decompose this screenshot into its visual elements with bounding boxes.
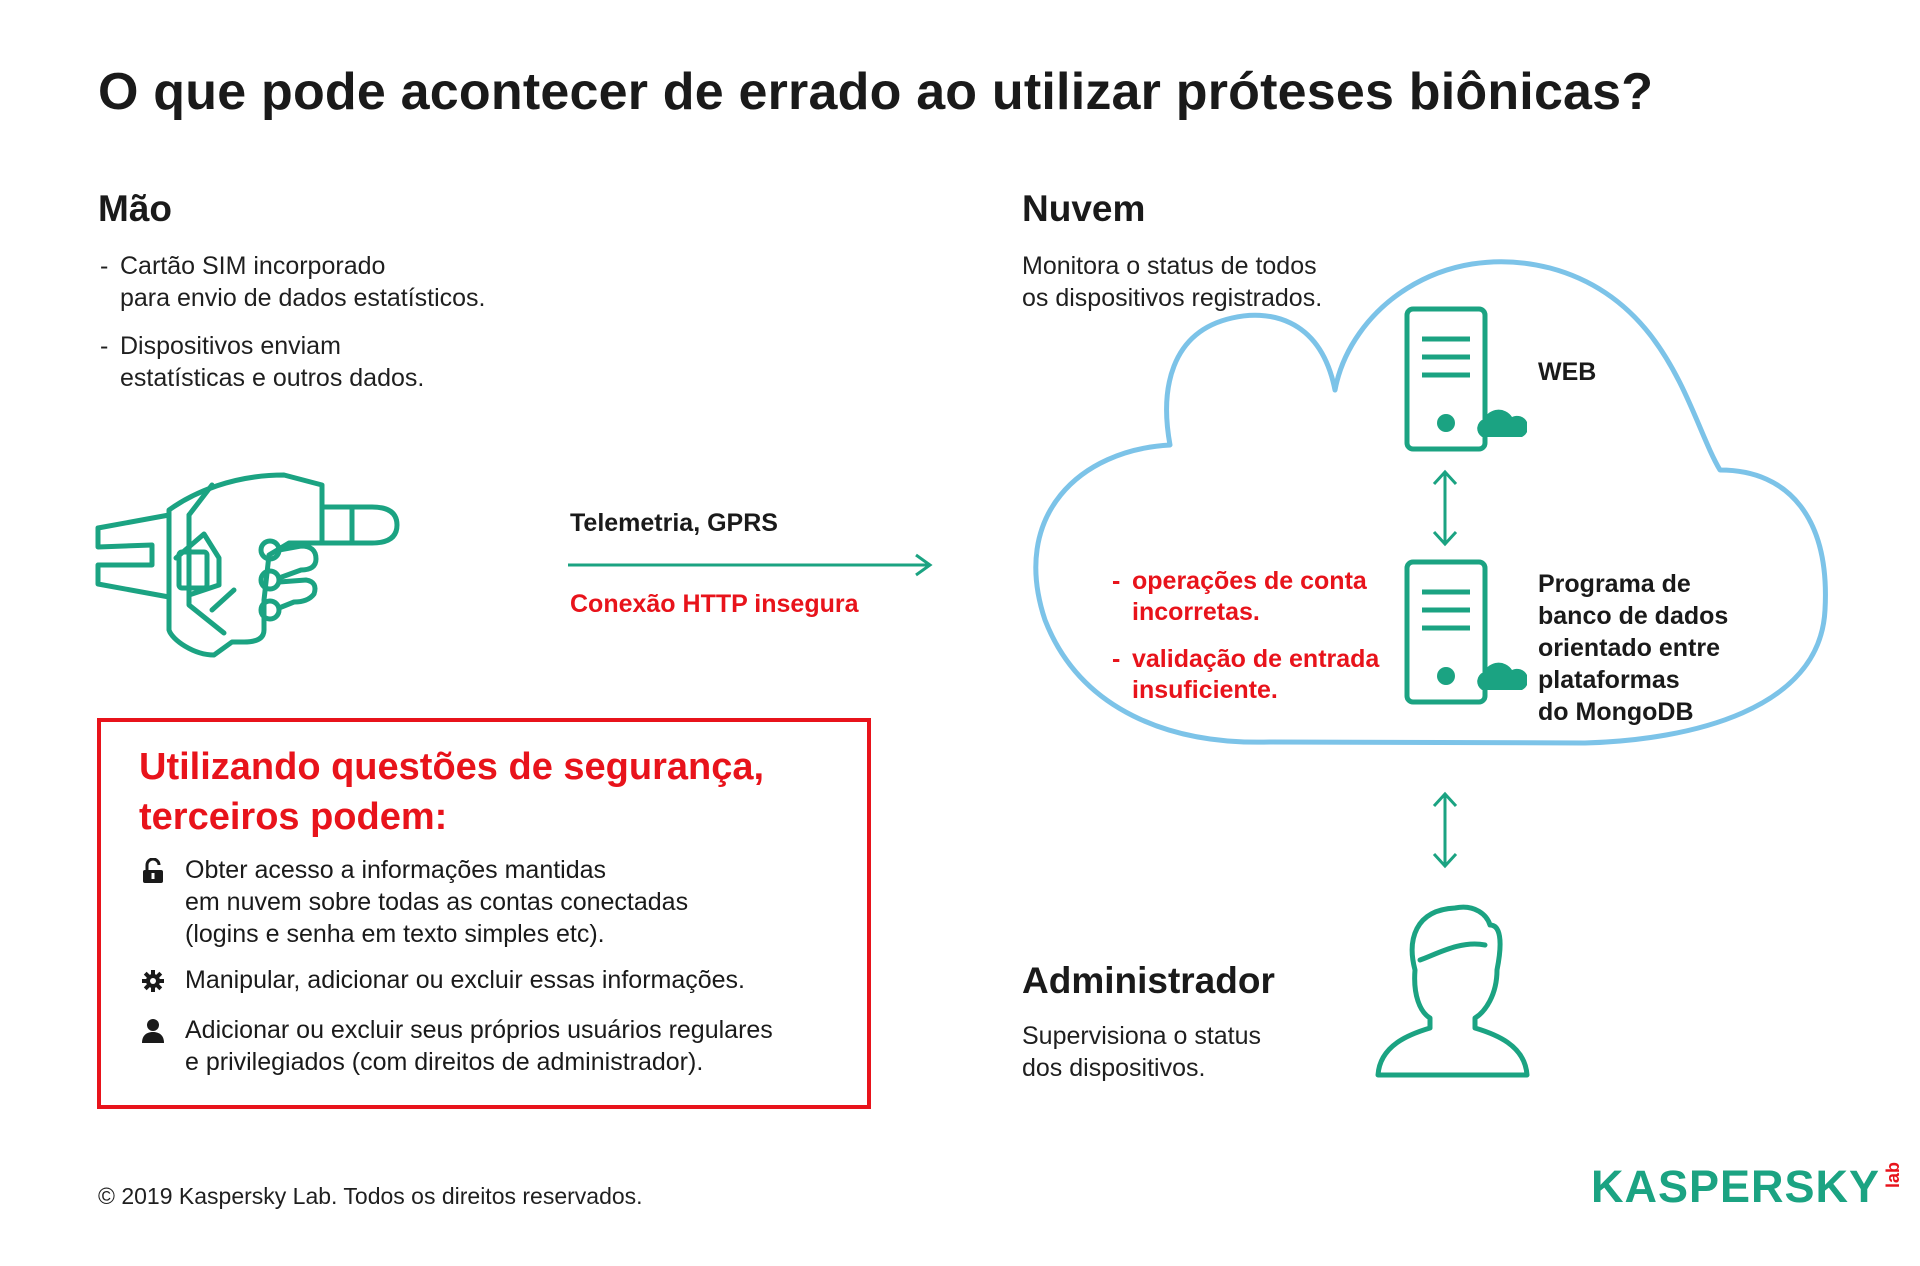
- hand-bullet: Dispositivos enviam estatísticas e outro…: [100, 330, 620, 394]
- kaspersky-logo: KASPERSKY lab: [1591, 1161, 1904, 1212]
- security-item: Adicionar ou excluir seus próprios usuár…: [141, 1014, 773, 1078]
- gear-icon: [142, 970, 164, 992]
- cloud-heading: Nuvem: [1022, 188, 1146, 229]
- admin-heading: Administrador: [1022, 960, 1275, 1001]
- db-label: Programa de banco de dados orientado ent…: [1538, 570, 1729, 726]
- page-title: O que pode acontecer de errado ao utiliz…: [98, 63, 1654, 121]
- web-label: WEB: [1538, 358, 1597, 386]
- db-risk: operações de conta incorretas.: [1112, 566, 1379, 628]
- unlock-icon: [143, 858, 163, 883]
- security-item: Manipular, adicionar ou excluir essas in…: [141, 964, 745, 996]
- hand-bullet: Cartão SIM incorporado para envio de dad…: [100, 250, 620, 314]
- web-server-icon: [1404, 306, 1527, 452]
- security-risk-box: Utilizando questões de segurança, tercei…: [97, 718, 871, 1109]
- security-item: Obter acesso a informações mantidas em n…: [141, 854, 688, 950]
- bionic-hand-icon: [95, 472, 400, 658]
- connection-risk: Conexão HTTP insegura: [570, 590, 859, 618]
- security-item-text: Obter acesso a informações mantidas em n…: [185, 856, 689, 948]
- security-item-text: Adicionar ou excluir seus próprios usuár…: [185, 1016, 773, 1076]
- security-item-text: Manipular, adicionar ou excluir essas in…: [185, 966, 745, 994]
- admin-description: Supervisiona o status dos dispositivos.: [1022, 1022, 1262, 1082]
- cloud-shape: [1033, 259, 1828, 746]
- user-icon: [142, 1019, 164, 1043]
- db-server-icon: [1404, 559, 1527, 705]
- logo-word: KASPERSKY: [1591, 1161, 1881, 1212]
- copyright: © 2019 Kaspersky Lab. Todos os direitos …: [98, 1183, 643, 1209]
- connection-arrow: [568, 553, 933, 577]
- db-risks: operações de conta incorretas. validação…: [1112, 566, 1379, 722]
- admin-link-arrow: [1432, 791, 1458, 869]
- administrator-icon: [1375, 904, 1530, 1078]
- connection-label: Telemetria, GPRS: [570, 509, 778, 537]
- hand-heading: Mão: [98, 188, 172, 229]
- server-link-arrow: [1432, 469, 1458, 547]
- cloud-description: Monitora o status de todos os dispositiv…: [1022, 252, 1323, 312]
- hand-bullets: Cartão SIM incorporado para envio de dad…: [100, 250, 620, 410]
- security-box-heading: Utilizando questões de segurança, tercei…: [139, 746, 765, 838]
- db-risk: validação de entrada insuficiente.: [1112, 644, 1379, 706]
- logo-suffix: lab: [1883, 1162, 1904, 1189]
